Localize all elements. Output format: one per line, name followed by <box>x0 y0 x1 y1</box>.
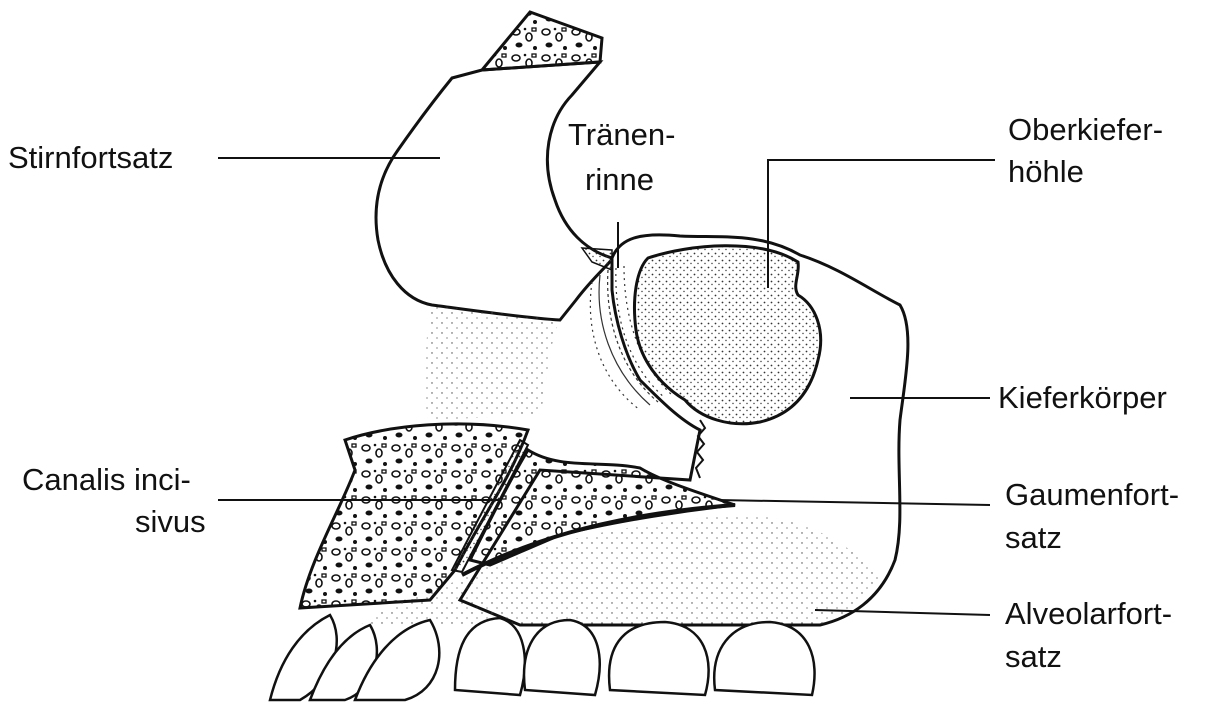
teeth-row <box>270 615 815 700</box>
label-oberkieferhoehle-2: höhle <box>1008 154 1084 189</box>
label-alveolarfortsatz-2: satz <box>1005 639 1062 674</box>
label-stirnfortsatz: Stirnfortsatz <box>8 140 173 175</box>
tooth-molar-2 <box>714 622 814 695</box>
frontal-process <box>376 12 612 320</box>
nasal-notch-region <box>425 305 560 420</box>
tooth-molar-1 <box>609 622 709 695</box>
label-traenenrinne-1: Tränen- <box>568 117 675 152</box>
tooth-premolar-2 <box>524 620 600 695</box>
label-oberkieferhoehle-1: Oberkiefer- <box>1008 112 1163 147</box>
label-canalis-2: sivus <box>135 504 206 539</box>
label-traenenrinne-2: rinne <box>585 162 654 197</box>
tooth-premolar-1 <box>455 618 525 695</box>
label-gaumenfortsatz-2: satz <box>1005 520 1062 555</box>
label-alveolarfortsatz-1: Alveolarfort- <box>1005 596 1172 631</box>
label-kieferkoerper: Kieferkörper <box>998 380 1167 415</box>
label-gaumenfortsatz-1: Gaumenfort- <box>1005 477 1179 512</box>
label-canalis-1: Canalis inci- <box>22 462 191 497</box>
